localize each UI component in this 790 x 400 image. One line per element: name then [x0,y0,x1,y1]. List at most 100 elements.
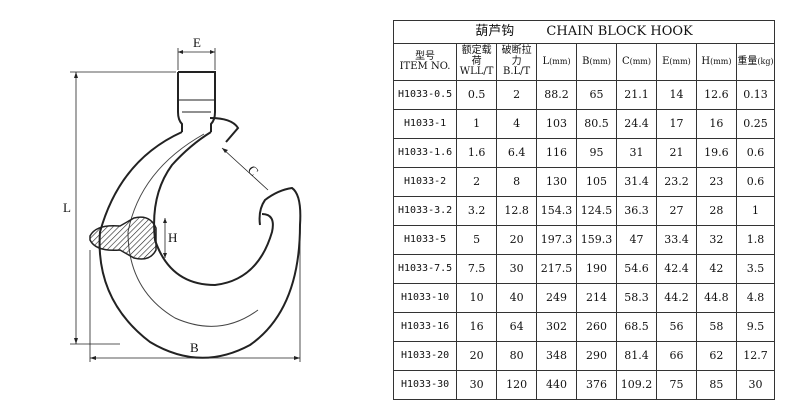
dimension-label-b: B [190,340,199,355]
column-header-sublabel: ITEM NO. [399,61,451,72]
value-cell: 190 [576,254,617,284]
value-cell: 2 [496,80,538,110]
value-cell: 32 [695,225,737,255]
value-cell: 3.5 [735,254,776,284]
column-header-unit: (mm) [710,56,732,66]
dimension-label-h: H [168,230,177,245]
value-cell: 80 [496,341,538,371]
value-cell: 56 [655,312,697,342]
value-cell: 348 [536,341,578,371]
value-cell: 62 [695,341,737,371]
model-cell: H1033-5 [392,225,458,255]
value-cell: 3.2 [456,196,498,226]
value-cell: 214 [576,283,617,313]
hook-body-inner [153,131,274,287]
value-cell: 95 [576,138,617,168]
value-cell: 27 [655,196,697,226]
value-cell: 1 [456,109,498,139]
value-cell: 159.3 [576,225,617,255]
column-header-unit: (kg) [757,56,774,66]
value-cell: 42 [695,254,737,284]
value-cell: 302 [536,312,578,342]
value-cell: 4 [496,109,538,139]
value-cell: 197.3 [536,225,578,255]
value-cell: 0.13 [735,80,776,110]
value-cell: 88.2 [536,80,578,110]
model-cell: H1033-0.5 [392,80,458,110]
model-cell: H1033-16 [392,312,458,342]
value-cell: 19.6 [695,138,737,168]
value-cell: 20 [496,225,538,255]
value-cell: 81.4 [616,341,657,371]
column-header-label: E [662,55,670,67]
value-cell: 23.2 [655,167,697,197]
value-cell: 290 [576,341,617,371]
value-cell: 33.4 [655,225,697,255]
value-cell: 14 [655,80,697,110]
value-cell: 0.25 [735,109,776,139]
model-cell: H1033-1 [392,109,458,139]
value-cell: 5 [456,225,498,255]
model-cell: H1033-30 [392,370,458,400]
value-cell: 75 [655,370,697,400]
cross-section [89,216,157,260]
column-header: C(mm) [616,43,657,81]
column-header-unit: (mm) [589,56,611,66]
value-cell: 105 [576,167,617,197]
hook-drawing: E H C L B [63,35,302,362]
value-cell: 54.6 [616,254,657,284]
value-cell: 124.5 [576,196,617,226]
model-cell: H1033-10 [392,283,458,313]
model-cell: H1033-2 [392,167,458,197]
value-cell: 116 [536,138,578,168]
column-header: L(mm) [536,43,578,81]
dimension-label-l: L [63,200,71,215]
value-cell: 12.7 [735,341,776,371]
value-cell: 24.4 [616,109,657,139]
value-cell: 31.4 [616,167,657,197]
value-cell: 21.1 [616,80,657,110]
dimension-h: H [163,218,177,258]
value-cell: 1.8 [735,225,776,255]
column-header-label: B [582,55,590,67]
column-header: B(mm) [576,43,617,81]
column-header-label: 额定载荷 [461,45,492,67]
value-cell: 20 [456,341,498,371]
value-cell: 23 [695,167,737,197]
value-cell: 0.6 [735,138,776,168]
dimension-c: C [221,147,269,191]
value-cell: 17 [655,109,697,139]
column-header-label: 破断拉力 [501,45,532,67]
column-header-unit: (mm) [669,56,691,66]
value-cell: 6.4 [496,138,538,168]
value-cell: 65 [576,80,617,110]
model-cell: H1033-3.2 [392,196,458,226]
column-header-sublabel: B.L/T [502,66,531,78]
value-cell: 80.5 [576,109,617,139]
column-header-label: 重量 [737,55,758,67]
value-cell: 30 [735,370,776,400]
hook-shank [177,71,216,132]
value-cell: 21 [655,138,697,168]
column-header-unit: (mm) [629,56,652,66]
value-cell: 44.2 [655,283,697,313]
value-cell: 8 [496,167,538,197]
value-cell: 28 [695,196,737,226]
model-cell: H1033-1.6 [392,138,458,168]
dimension-l: L [63,71,176,345]
value-cell: 16 [695,109,737,139]
value-cell: 376 [576,370,617,400]
value-cell: 2 [456,167,498,197]
column-header: H(mm) [695,43,737,81]
table-title: 葫芦钩 CHAIN BLOCK HOOK [393,20,775,44]
